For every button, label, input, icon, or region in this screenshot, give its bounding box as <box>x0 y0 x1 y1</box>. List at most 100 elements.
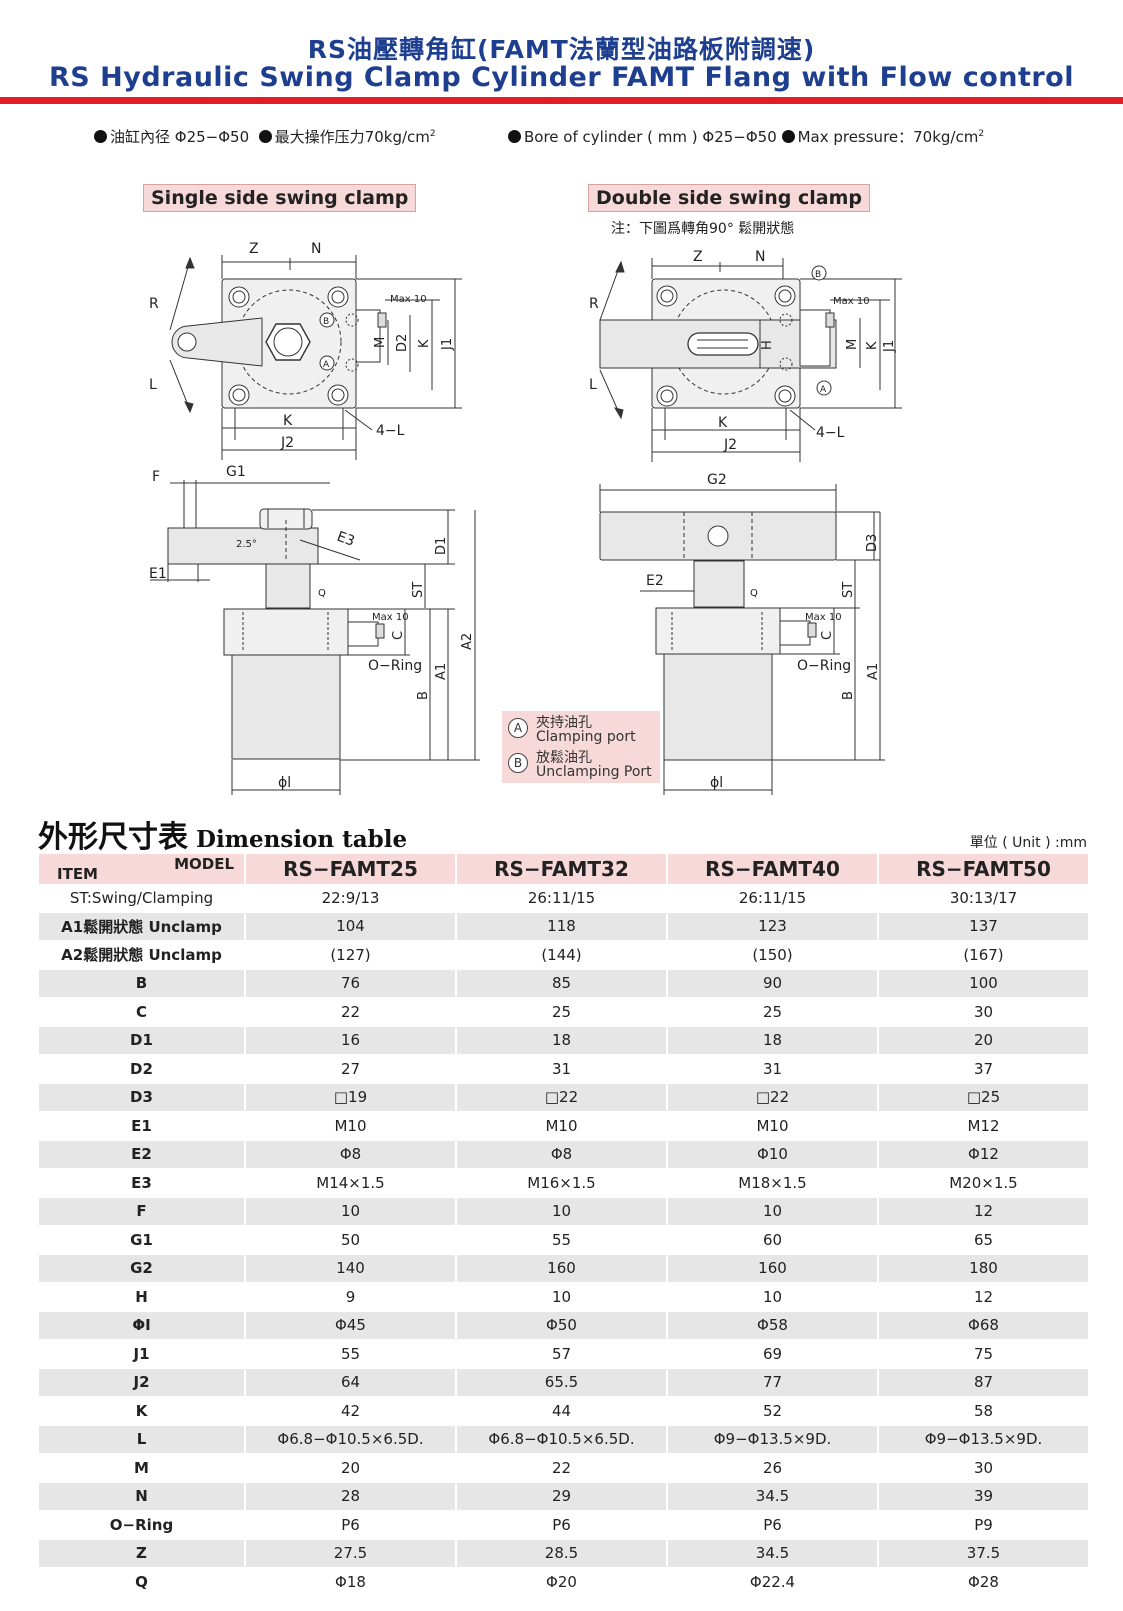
table-cell: 9 <box>245 1282 457 1312</box>
label-max10-s: Max 10 <box>372 612 409 623</box>
spec-cn-pressure: 最大操作压力70kg/cm <box>274 128 430 146</box>
model-header: RS−FAMT50 <box>878 854 1090 884</box>
table-cell: 10 <box>667 1282 879 1312</box>
table-cell: Φ9−Φ13.5×9D. <box>667 1425 879 1454</box>
table-cell: 18 <box>456 1026 668 1055</box>
row-label: J2 <box>39 1368 246 1397</box>
table-header-row: MODEL ITEM RS−FAMT25 RS−FAMT32 RS−FAMT40… <box>39 854 1090 884</box>
label-g2: G2 <box>707 472 727 488</box>
row-label: M <box>39 1453 246 1483</box>
label-4l-d: 4−L <box>816 425 845 441</box>
dimension-table: MODEL ITEM RS−FAMT25 RS−FAMT32 RS−FAMT40… <box>39 854 1090 1597</box>
table-row: A2鬆開狀態 Unclamp(127)(144)(150)(167) <box>39 940 1090 970</box>
label-j2-d: J2 <box>723 437 737 453</box>
label-n: N <box>311 241 321 257</box>
table-cell: 55 <box>456 1225 668 1255</box>
model-header: RS−FAMT32 <box>456 854 668 884</box>
table-cell: M10 <box>456 1111 668 1141</box>
table-cell: P6 <box>667 1510 879 1540</box>
row-label: ST:Swing/Clamping <box>39 884 246 913</box>
row-label: H <box>39 1282 246 1312</box>
label-max10-sd: Max 10 <box>805 612 842 623</box>
label-port-b-d: B <box>815 270 821 280</box>
label-max10-d: Max 10 <box>833 296 870 307</box>
label-st-d: ST <box>841 582 856 598</box>
spec-cn-bore: 油缸內径 Φ25−Φ50 <box>110 128 250 146</box>
label-e3: E3 <box>335 529 357 550</box>
superscript: 2 <box>429 129 436 139</box>
table-cell: 22:9/13 <box>245 884 457 913</box>
table-cell: 10 <box>456 1197 668 1226</box>
table-cell: 140 <box>245 1254 457 1283</box>
table-cell: Φ68 <box>878 1311 1090 1340</box>
label-j1-d: J1 <box>882 340 897 353</box>
dimension-title-en: Dimension table <box>196 826 408 853</box>
table-cell: 37 <box>878 1054 1090 1084</box>
label-q: Q <box>318 588 326 599</box>
label-e2: E2 <box>646 573 664 589</box>
table-cell: 69 <box>667 1339 879 1369</box>
label-r: R <box>149 296 159 312</box>
bullet-icon <box>508 130 521 143</box>
single-top-labels: Z N R L B A Max 10 M D2 K J1 K J2 4−L <box>149 241 455 451</box>
table-cell: Φ8 <box>245 1140 457 1169</box>
label-b: B <box>416 691 431 700</box>
row-label: E3 <box>39 1168 246 1198</box>
table-cell: 65 <box>878 1225 1090 1255</box>
table-cell: 26 <box>667 1453 879 1483</box>
unit-label: 單位 ( Unit ) :mm <box>969 835 1087 851</box>
model-header: RS−FAMT25 <box>245 854 457 884</box>
row-label: L <box>39 1425 246 1454</box>
label-g1: G1 <box>226 464 246 480</box>
table-cell: 160 <box>667 1254 879 1283</box>
label-deg: 2.5° <box>236 539 257 550</box>
row-label: N <box>39 1482 246 1511</box>
label-max10: Max 10 <box>390 294 427 305</box>
table-cell: 52 <box>667 1396 879 1426</box>
table-cell: 25 <box>456 997 668 1027</box>
row-label: Q <box>39 1567 246 1597</box>
table-cell: 57 <box>456 1339 668 1369</box>
row-label: ΦI <box>39 1311 246 1340</box>
table-cell: 31 <box>667 1054 879 1084</box>
table-cell: 22 <box>245 997 457 1027</box>
table-cell: □22 <box>456 1083 668 1112</box>
table-cell: 10 <box>667 1197 879 1226</box>
row-label: E2 <box>39 1140 246 1169</box>
table-cell: 90 <box>667 969 879 998</box>
row-label: K <box>39 1396 246 1426</box>
single-side-label: Single side swing clamp <box>143 184 417 212</box>
row-label: D1 <box>39 1026 246 1055</box>
single-top-view <box>169 255 462 460</box>
bullet-icon <box>258 130 272 143</box>
label-b-d: B <box>841 691 856 700</box>
table-cell: □22 <box>667 1083 879 1112</box>
row-label: C <box>39 997 246 1027</box>
label-z-d: Z <box>693 249 703 265</box>
table-cell: 64 <box>245 1368 457 1397</box>
label-c-d: C <box>820 631 835 640</box>
row-label: D3 <box>39 1083 246 1112</box>
table-cell: 104 <box>245 912 457 941</box>
table-cell: P6 <box>245 1510 457 1540</box>
double-side-view <box>599 484 885 795</box>
single-side-labels: F G1 2.5° E3 E1 Q D1 ST Max 10 C O−Ring … <box>149 464 475 791</box>
table-cell: □25 <box>878 1083 1090 1112</box>
label-st: ST <box>411 582 426 598</box>
label-j1: J1 <box>440 338 455 351</box>
table-cell: 26:11/15 <box>667 884 879 913</box>
double-top-labels: Z N R L B A Max 10 H M K J1 K J2 4−L <box>589 249 897 453</box>
table-cell: 44 <box>456 1396 668 1426</box>
table-cell: 123 <box>667 912 879 941</box>
